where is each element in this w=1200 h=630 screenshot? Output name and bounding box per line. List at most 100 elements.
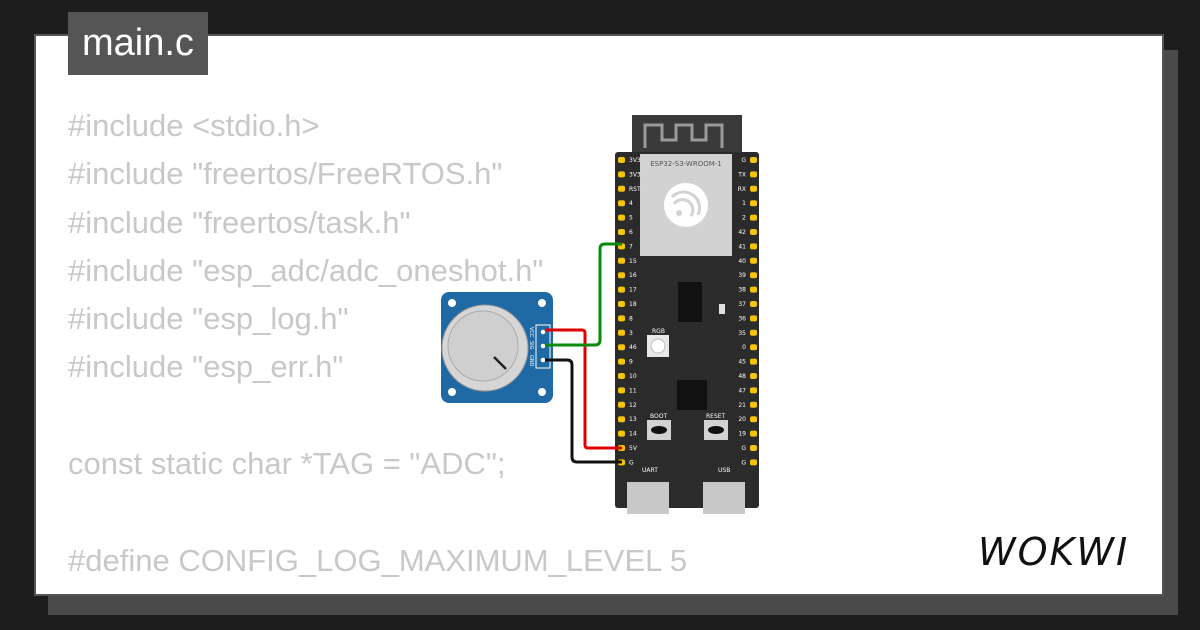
right-pin-label: 39 (738, 272, 746, 279)
right-pin-label: 47 (738, 387, 746, 394)
left-pin-label: 6 (629, 229, 633, 236)
left-pin-pad[interactable] (618, 387, 625, 394)
left-pin-label: G (629, 459, 634, 466)
right-pin-label: 37 (738, 301, 746, 308)
left-pin-label: 14 (629, 431, 637, 438)
right-pin-label: 21 (738, 402, 746, 409)
wire-gnd[interactable] (545, 358, 622, 464)
right-pin-pad[interactable] (750, 459, 757, 466)
right-pin-pad[interactable] (750, 445, 757, 451)
right-pin-pad[interactable] (750, 214, 757, 221)
wire-vcc[interactable] (545, 328, 622, 450)
wire-sig[interactable] (545, 242, 622, 347)
left-pin-pad[interactable] (618, 344, 625, 351)
left-pin-label: 3V3 (629, 157, 641, 164)
code-block: #include <stdio.h>#include "freertos/Fre… (68, 102, 687, 585)
left-pin-pad[interactable] (618, 257, 625, 264)
left-pin-label: 4 (629, 200, 633, 207)
file-tab[interactable]: main.c (68, 12, 208, 75)
left-pin-pad[interactable] (618, 171, 625, 178)
left-pin-label: 13 (629, 416, 637, 423)
left-pin-label: 15 (629, 258, 637, 265)
right-pin-pad[interactable] (750, 315, 757, 322)
boot-label: BOOT (650, 413, 667, 420)
left-pin-label: 18 (629, 301, 637, 308)
right-pin-pad[interactable] (750, 387, 757, 394)
right-pin-pad[interactable] (750, 401, 757, 408)
right-pin-pad[interactable] (750, 430, 757, 437)
right-pin-pad[interactable] (750, 229, 757, 235)
right-pin-pad[interactable] (750, 373, 757, 379)
left-pin-pad[interactable] (618, 373, 625, 379)
right-pin-label: 42 (738, 229, 746, 236)
pot-pin-sig-label: SIG (528, 341, 534, 350)
left-pin-label: 46 (629, 344, 637, 351)
left-pin-pad[interactable] (618, 301, 625, 307)
right-pin-pad[interactable] (750, 301, 757, 307)
left-pin-pad[interactable] (618, 157, 625, 163)
antenna-trace-icon (643, 123, 724, 148)
left-pin-label: 7 (629, 243, 633, 250)
left-pin-label: 3 (629, 330, 633, 337)
left-pin-label: 10 (629, 373, 637, 380)
right-pin-pad[interactable] (750, 157, 757, 163)
right-pin-pad[interactable] (750, 286, 757, 293)
rgb-label: RGB (652, 328, 665, 335)
usb-port[interactable] (703, 482, 745, 514)
pot-pin-gnd-label: GND (528, 355, 534, 367)
left-pin-pad[interactable] (618, 185, 625, 192)
circuit-diagram: ESP32-S3-WROOM-1 RGB BOOT RESET UART USB… (441, 115, 759, 514)
left-pin-pad[interactable] (618, 401, 625, 408)
espressif-logo-icon (664, 183, 708, 227)
reset-label: RESET (706, 413, 726, 420)
right-pin-label: 19 (738, 431, 746, 438)
indicator-led (719, 304, 725, 314)
antenna (632, 115, 742, 155)
left-pin-pad[interactable] (618, 430, 625, 437)
right-pin-label: 20 (738, 416, 746, 423)
left-pin-pad[interactable] (618, 214, 625, 221)
left-pin-label: 5 (629, 215, 633, 222)
code-line: #include "esp_log.h" (68, 301, 349, 337)
right-pin-pad[interactable] (750, 185, 757, 192)
right-pin-label: 36 (738, 315, 746, 322)
right-pin-label: TX (737, 171, 746, 178)
pot-pin-vcc-label: VCC (528, 327, 534, 338)
code-line: const static char *TAG = "ADC"; (68, 446, 506, 482)
left-pin-pad[interactable] (618, 358, 625, 365)
code-line: #include "esp_err.h" (68, 349, 344, 385)
uart-port[interactable] (627, 482, 669, 514)
right-pin-label: 2 (742, 215, 746, 222)
left-pin-pad[interactable] (618, 286, 625, 293)
right-pin-pad[interactable] (750, 171, 757, 178)
left-pin-label: 5V (629, 445, 638, 452)
right-pin-pad[interactable] (750, 272, 757, 279)
right-pin-label: 38 (738, 287, 746, 294)
right-pin-label: 41 (738, 243, 746, 250)
left-pin-pad[interactable] (618, 200, 625, 207)
left-pin-label: RST (629, 186, 641, 193)
right-pin-pad[interactable] (750, 243, 757, 250)
code-line: #include "esp_adc/adc_oneshot.h" (68, 252, 544, 288)
right-pin-pad[interactable] (750, 329, 757, 336)
right-pin-pad[interactable] (750, 416, 757, 423)
right-pin-label: 35 (738, 330, 746, 337)
pot-pointer (493, 356, 507, 370)
right-pin-label: RX (738, 186, 746, 193)
module-label: ESP32-S3-WROOM-1 (650, 160, 721, 168)
right-pin-pad[interactable] (750, 200, 757, 207)
left-pin-pad[interactable] (618, 229, 625, 235)
pot-knob[interactable] (447, 310, 519, 382)
right-pin-pad[interactable] (750, 344, 757, 351)
right-pin-pad[interactable] (750, 257, 757, 264)
left-pin-label: 9 (629, 359, 633, 366)
left-pin-label: 3V3 (629, 171, 641, 178)
right-pin-pad[interactable] (750, 358, 757, 365)
left-pin-pad[interactable] (618, 416, 625, 423)
left-pin-pad[interactable] (618, 272, 625, 279)
left-pin-pad[interactable] (618, 315, 625, 322)
usb-chip (677, 380, 707, 410)
uart-label: UART (642, 467, 658, 474)
left-pin-pad[interactable] (618, 329, 625, 336)
